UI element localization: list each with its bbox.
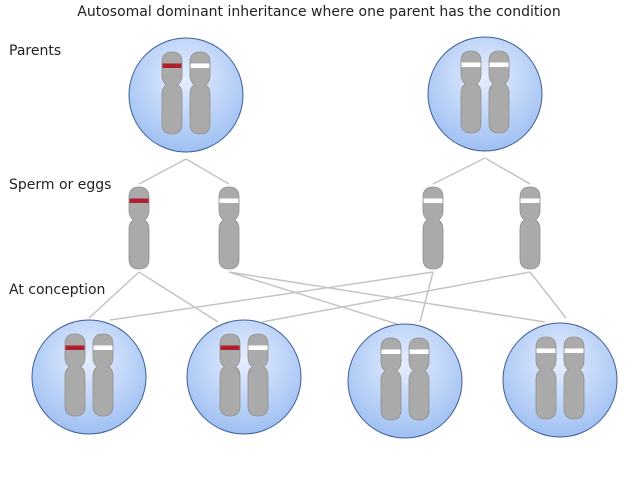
connector-line xyxy=(484,157,531,185)
connector-line xyxy=(419,271,434,323)
normal-allele-band xyxy=(520,198,540,203)
cell-membrane xyxy=(502,322,618,438)
connector-line xyxy=(529,271,567,319)
chromosome-2 xyxy=(92,333,114,417)
offspring-cell-1 xyxy=(31,319,147,435)
offspring-cell-2 xyxy=(186,319,302,435)
affected-allele-band xyxy=(65,345,85,350)
chromosome-body xyxy=(128,186,150,270)
chromosome-1 xyxy=(219,333,241,417)
parent-affected xyxy=(128,37,244,153)
normal-allele-band xyxy=(190,63,210,68)
connector-line xyxy=(138,158,187,185)
cell-membrane xyxy=(186,319,302,435)
connector-lines xyxy=(88,157,567,325)
connector-line xyxy=(185,158,230,185)
chromosome-2 xyxy=(488,50,510,134)
chromosome-body xyxy=(563,336,585,420)
cell-membrane xyxy=(31,319,147,435)
normal-allele-band xyxy=(409,349,429,354)
chromosome-body xyxy=(64,333,86,417)
gamete-chromosome-3 xyxy=(422,186,444,270)
chromosome-1 xyxy=(535,336,557,420)
connector-line xyxy=(228,271,398,325)
parent-unaffected xyxy=(427,36,543,152)
connector-line xyxy=(261,271,531,323)
connector-line xyxy=(138,271,219,323)
connector-line xyxy=(88,271,140,319)
connector-line xyxy=(432,157,486,185)
normal-allele-band xyxy=(93,345,113,350)
chromosome-2 xyxy=(408,337,430,421)
gamete-chromosome-2 xyxy=(218,186,240,270)
chromosome-body xyxy=(219,333,241,417)
normal-allele-band xyxy=(248,345,268,350)
normal-allele-band xyxy=(536,348,556,353)
chromosome-1 xyxy=(380,337,402,421)
label-sperm-or-eggs: Sperm or eggs xyxy=(9,177,112,193)
chromosome-body xyxy=(422,186,444,270)
normal-allele-band xyxy=(461,62,481,67)
chromosome-1 xyxy=(460,50,482,134)
cells-layer xyxy=(31,36,618,439)
chromosome-body xyxy=(218,186,240,270)
chromosome-body xyxy=(380,337,402,421)
offspring-cell-3 xyxy=(347,323,463,439)
chromosome-body xyxy=(408,337,430,421)
offspring-cell-4 xyxy=(502,322,618,438)
affected-allele-band xyxy=(162,63,182,68)
chromosome-body xyxy=(161,51,183,135)
affected-allele-band xyxy=(220,345,240,350)
connector-line xyxy=(109,271,434,321)
chromosome-body xyxy=(247,333,269,417)
chromosome-body xyxy=(92,333,114,417)
chromosome-body xyxy=(535,336,557,420)
chromosome-body xyxy=(488,50,510,134)
cell-membrane xyxy=(427,36,543,152)
connector-line xyxy=(228,271,546,323)
chromosome-body xyxy=(460,50,482,134)
chromosome-2 xyxy=(247,333,269,417)
chromosome-1 xyxy=(64,333,86,417)
normal-allele-band xyxy=(564,348,584,353)
affected-allele-band xyxy=(129,198,149,203)
label-at-conception: At conception xyxy=(9,282,106,298)
chromosome-1 xyxy=(161,51,183,135)
chromosome-body xyxy=(519,186,541,270)
chromosome-body xyxy=(189,51,211,135)
chromosome-2 xyxy=(563,336,585,420)
cell-membrane xyxy=(347,323,463,439)
cell-membrane xyxy=(128,37,244,153)
normal-allele-band xyxy=(381,349,401,354)
label-parents: Parents xyxy=(9,43,62,59)
normal-allele-band xyxy=(489,62,509,67)
diagram-title: Autosomal dominant inheritance where one… xyxy=(77,4,561,20)
chromosome-2 xyxy=(189,51,211,135)
normal-allele-band xyxy=(219,198,239,203)
gamete-chromosome-1 xyxy=(128,186,150,270)
gamete-chromosome-4 xyxy=(519,186,541,270)
normal-allele-band xyxy=(423,198,443,203)
